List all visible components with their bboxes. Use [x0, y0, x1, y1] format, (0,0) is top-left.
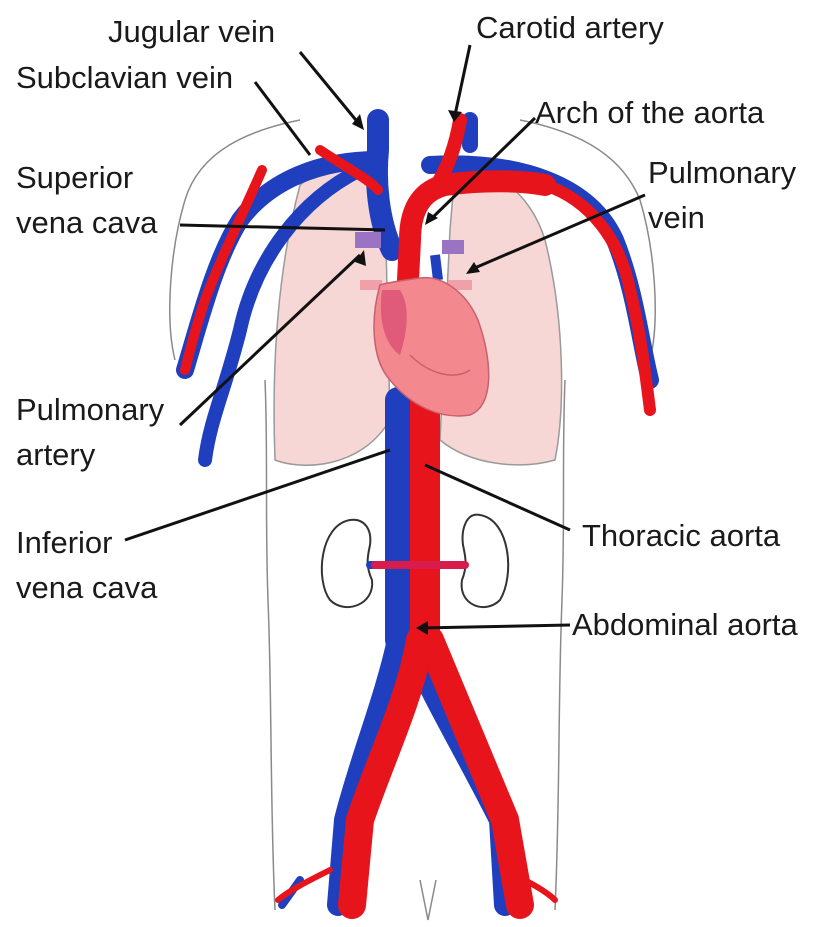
- label-pulmonary-vein-line2: vein: [648, 200, 705, 236]
- label-thoracic-aorta: Thoracic aorta: [582, 518, 780, 554]
- label-jugular-vein: Jugular vein: [108, 14, 275, 50]
- label-carotid-artery: Carotid artery: [476, 10, 664, 46]
- label-pulmonary-artery-line1: Pulmonary: [16, 392, 164, 428]
- label-superior-vena-cava-line1: Superior: [16, 160, 133, 196]
- left-kidney: [322, 520, 372, 607]
- right-kidney: [462, 515, 509, 607]
- pulmonary-artery-left: [355, 232, 381, 248]
- label-superior-vena-cava-line2: vena cava: [16, 205, 157, 241]
- label-pulmonary-vein-line1: Pulmonary: [648, 155, 796, 191]
- arteries: [185, 120, 650, 905]
- label-subclavian-vein: Subclavian vein: [16, 60, 233, 96]
- label-abdominal-aorta: Abdominal aorta: [572, 607, 798, 643]
- pulmonary-artery-right: [442, 240, 464, 254]
- label-arch-of-aorta: Arch of the aorta: [535, 95, 764, 131]
- label-pulmonary-artery-line2: artery: [16, 437, 95, 473]
- label-inferior-vena-cava-line1: Inferior: [16, 525, 112, 561]
- label-inferior-vena-cava-line2: vena cava: [16, 570, 157, 606]
